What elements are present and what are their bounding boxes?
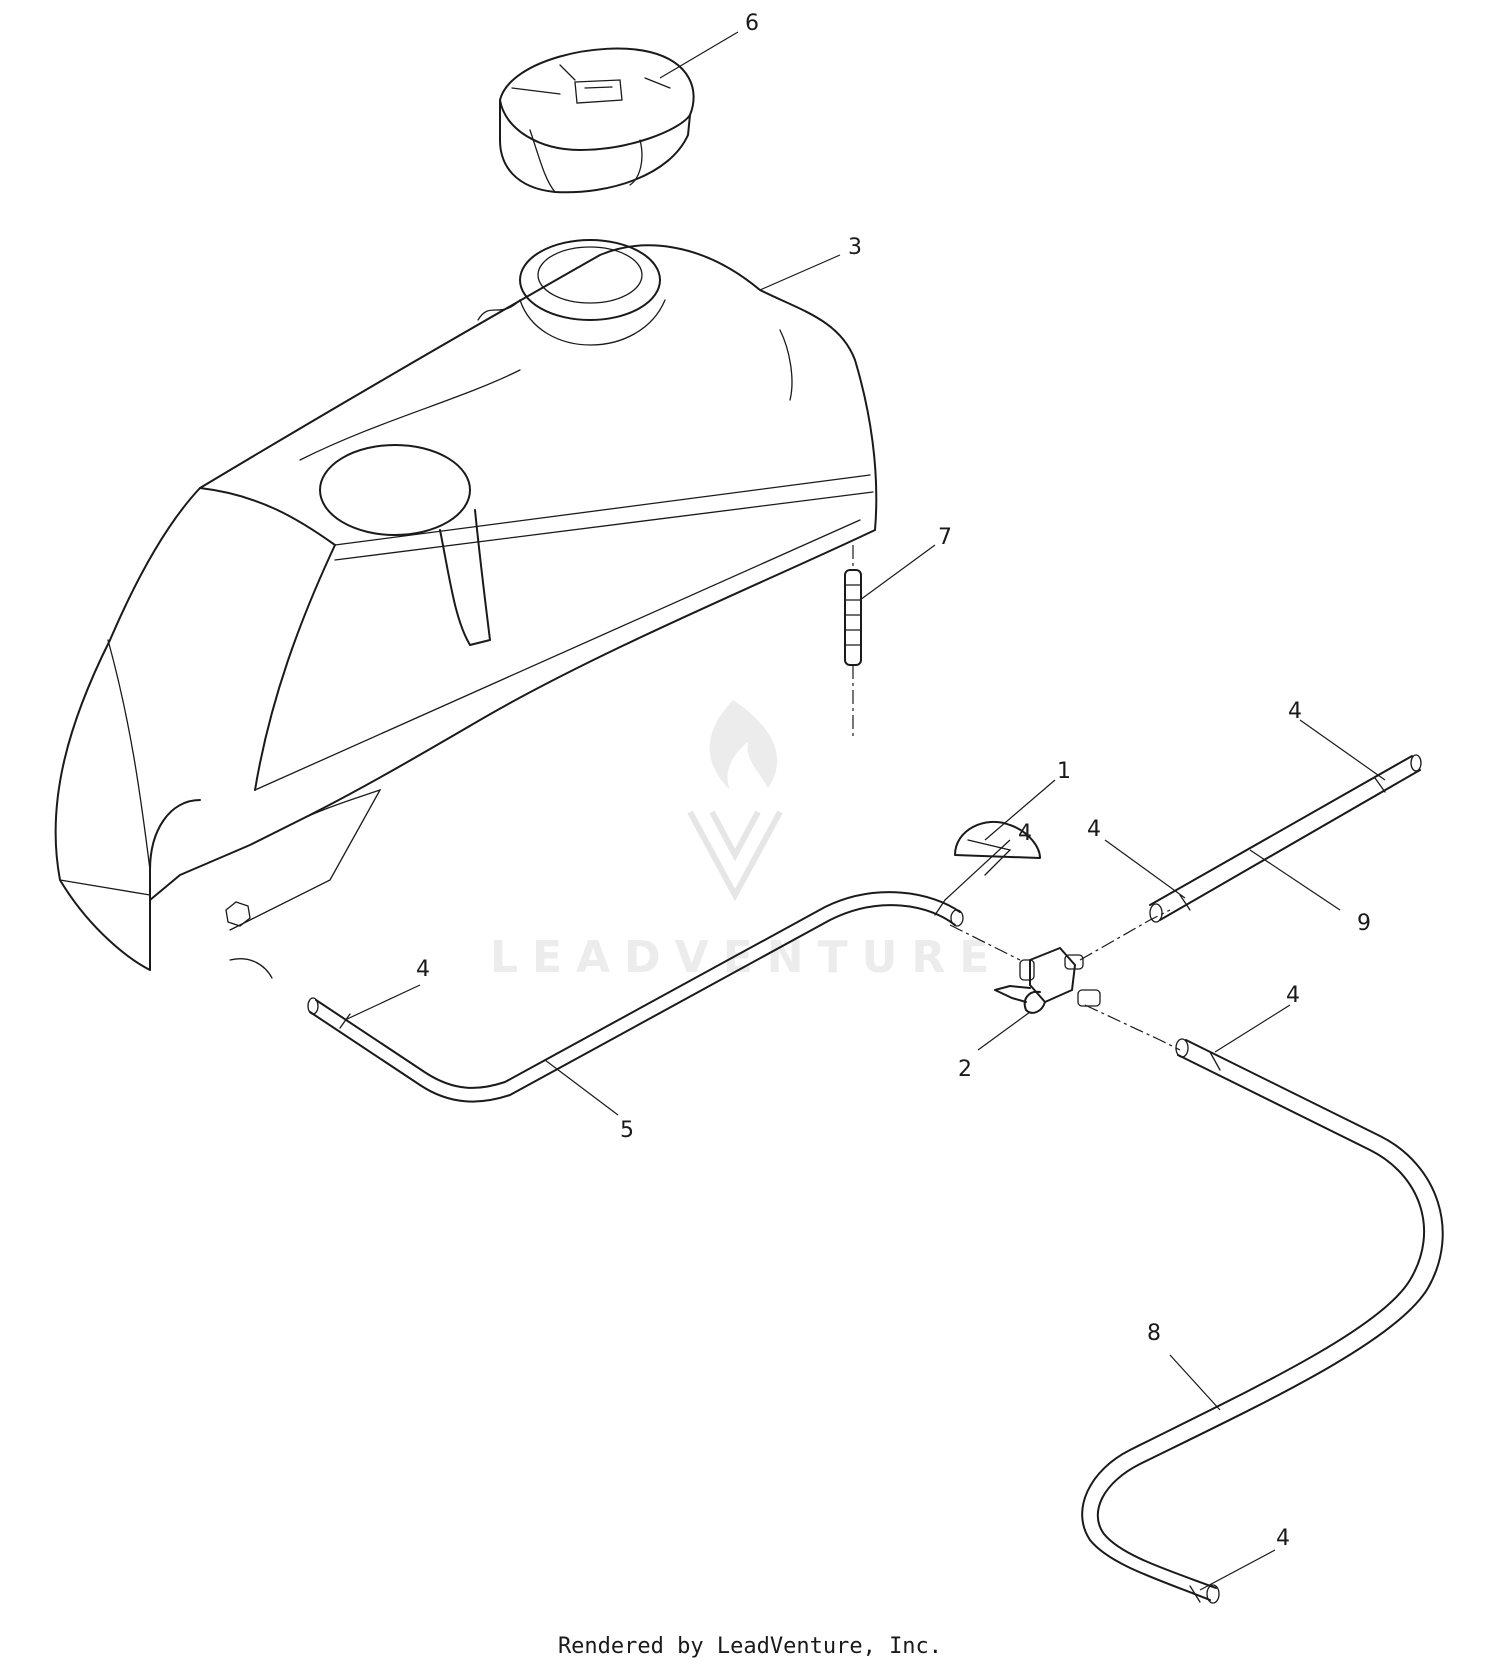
leadventure-watermark: LEADVENTURE — [490, 700, 1003, 983]
callout-4-d: 4 — [416, 957, 430, 982]
fuel-line-5 — [307, 891, 964, 1103]
mounting-stud — [844, 545, 862, 740]
fuel-line-8 — [1081, 1038, 1444, 1604]
fuel-cap — [499, 47, 695, 194]
fuel-shutoff-valve — [949, 909, 1181, 1051]
callout-4-c: 4 — [1018, 821, 1032, 846]
callout-4-f: 4 — [1276, 1526, 1290, 1551]
leader-lines — [344, 31, 1386, 1591]
callout-4-a: 4 — [1288, 699, 1302, 724]
callouts: 6 3 7 1 4 4 4 4 4 4 9 2 5 8 — [416, 11, 1371, 1551]
callout-8: 8 — [1147, 1321, 1161, 1346]
callout-1: 1 — [1057, 759, 1071, 784]
callout-2: 2 — [958, 1057, 972, 1082]
filter-clip — [954, 820, 1041, 876]
callout-4-b: 4 — [1087, 817, 1101, 842]
fuel-tank — [54, 239, 878, 979]
rendered-by-footer: Rendered by LeadVenture, Inc. — [557, 1634, 943, 1659]
callout-3: 3 — [848, 235, 862, 260]
watermark-text: LEADVENTURE — [490, 932, 1003, 983]
callout-5: 5 — [620, 1118, 634, 1143]
callout-6: 6 — [745, 11, 759, 36]
callout-4-e: 4 — [1286, 983, 1300, 1008]
callout-9: 9 — [1357, 911, 1371, 936]
callout-7: 7 — [938, 525, 952, 550]
fuel-line-9 — [1149, 754, 1422, 923]
